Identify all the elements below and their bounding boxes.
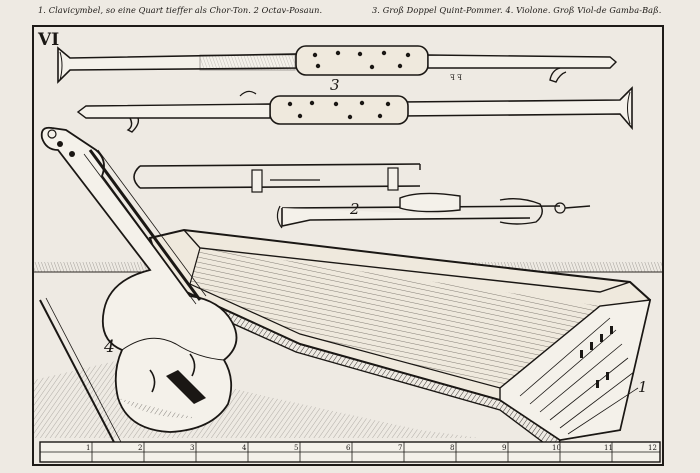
scale-tick: 12 [648, 444, 657, 452]
clavicymbel-illustration: 1 [148, 228, 652, 454]
scale-ruler: 1 2 3 4 5 6 7 8 9 10 11 12 [39, 441, 661, 463]
plate-border [32, 25, 664, 466]
scale-tick: 11 [604, 444, 613, 452]
figure-number-2: 2 [349, 200, 360, 218]
scale-tick: 4 [242, 444, 247, 452]
scale-tick: 7 [398, 444, 402, 452]
scale-tick: 1 [86, 444, 90, 452]
caption-left: 1. Clavicymbel, so eine Quart tieffer al… [38, 5, 323, 15]
scale-tick: 2 [138, 444, 142, 452]
figure-number-4: 4 [103, 337, 115, 357]
figure-number-3: 3 [330, 76, 340, 94]
scale-tick: 6 [346, 444, 351, 452]
violone-illustration: 4 [39, 126, 238, 447]
pommer-illustration-2 [76, 86, 633, 133]
plate-number: VI [38, 30, 60, 50]
scale-tick: 3 [190, 444, 194, 452]
scale-tick: 8 [450, 444, 454, 452]
scale-tick: 10 [552, 444, 561, 452]
svg-text:ꟻ ꟻ: ꟻ ꟻ [450, 74, 462, 82]
trombone-illustration: 2 [133, 163, 591, 229]
caption-right: 3. Groß Doppel Quint-Pommer. 4. Violone.… [372, 5, 662, 15]
scale-tick: 5 [294, 444, 298, 452]
pommer-illustration: ꟻ ꟻ 3 [57, 45, 618, 94]
scale-tick: 9 [502, 444, 506, 452]
figure-number-1: 1 [638, 378, 648, 396]
